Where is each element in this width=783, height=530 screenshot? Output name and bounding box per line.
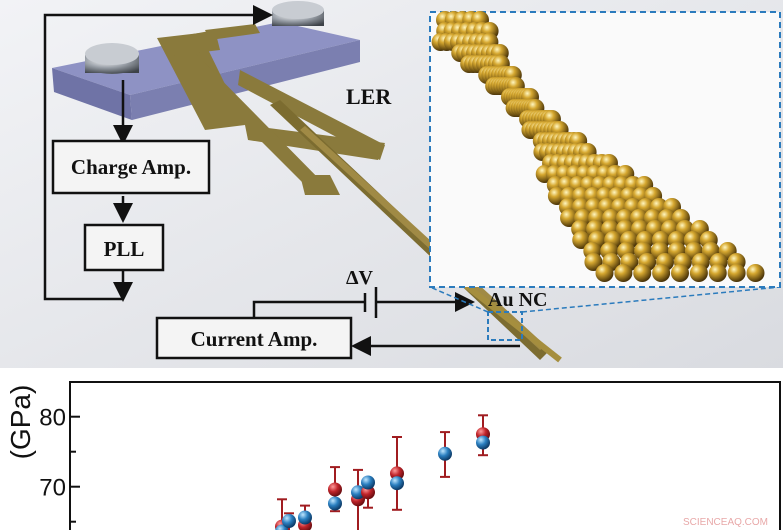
- red-point: [361, 485, 375, 500]
- zoom-leader-line: [521, 286, 781, 313]
- au-nc-label: Au NC: [488, 289, 547, 311]
- y-axis-label: (GPa): [5, 385, 36, 460]
- gold-atom: [727, 264, 746, 282]
- gold-atom: [595, 264, 614, 282]
- red-point: [328, 482, 342, 497]
- zoom-region-box: [487, 311, 523, 341]
- current-amp-box: [155, 316, 353, 360]
- blue-point: [351, 485, 365, 500]
- y-axis: 80 70: [39, 405, 80, 523]
- data-point-group: [390, 436, 404, 511]
- data-point-group: [298, 504, 312, 530]
- gold-atom: [708, 264, 727, 282]
- y-tick-label: 70: [39, 475, 66, 502]
- blue-point: [476, 435, 490, 450]
- watermark: SCIENCEAQ.COM: [683, 517, 768, 528]
- charge-amp-label: Charge Amp.: [71, 155, 191, 179]
- ler-resonator: [157, 24, 548, 360]
- y-tick-label: 80: [39, 405, 66, 432]
- au-nanocrystal-atoms: [431, 11, 765, 282]
- delta-v-label: ΔV: [346, 267, 374, 289]
- blue-point: [390, 476, 404, 491]
- gold-atom: [614, 264, 633, 282]
- zoom-leader-line: [429, 286, 489, 313]
- data-point-group: [282, 512, 296, 530]
- blue-point: [282, 514, 296, 528]
- gold-atom: [652, 264, 671, 282]
- data-point-group: [438, 431, 452, 478]
- gold-atom: [671, 264, 689, 282]
- gold-atom: [689, 264, 708, 282]
- charge-amp-box: [51, 139, 211, 195]
- electrode-pad-right: [272, 1, 324, 26]
- gold-atom: [572, 231, 591, 249]
- blue-point: [298, 510, 312, 525]
- gold-atom: [560, 209, 579, 227]
- blue-point: [438, 446, 452, 461]
- current-amp-label: Current Amp.: [191, 327, 318, 351]
- red-point: [390, 466, 404, 481]
- pll-box: [83, 223, 165, 272]
- blue-point: [328, 496, 342, 511]
- feedback-wiring: [43, 5, 520, 356]
- electrode-pad-left: [85, 43, 139, 74]
- pll-label: PLL: [104, 237, 145, 261]
- data-points: [275, 414, 490, 530]
- gold-atom: [746, 264, 765, 282]
- gold-atom: [584, 253, 603, 271]
- blue-point: [361, 475, 375, 490]
- data-point-group: [361, 475, 375, 509]
- ler-label: LER: [346, 84, 392, 109]
- gold-atom: [633, 264, 652, 282]
- data-point-group: [476, 414, 490, 457]
- data-point-group: [328, 466, 342, 513]
- plot-frame: [69, 381, 781, 530]
- data-point-group: [351, 468, 365, 530]
